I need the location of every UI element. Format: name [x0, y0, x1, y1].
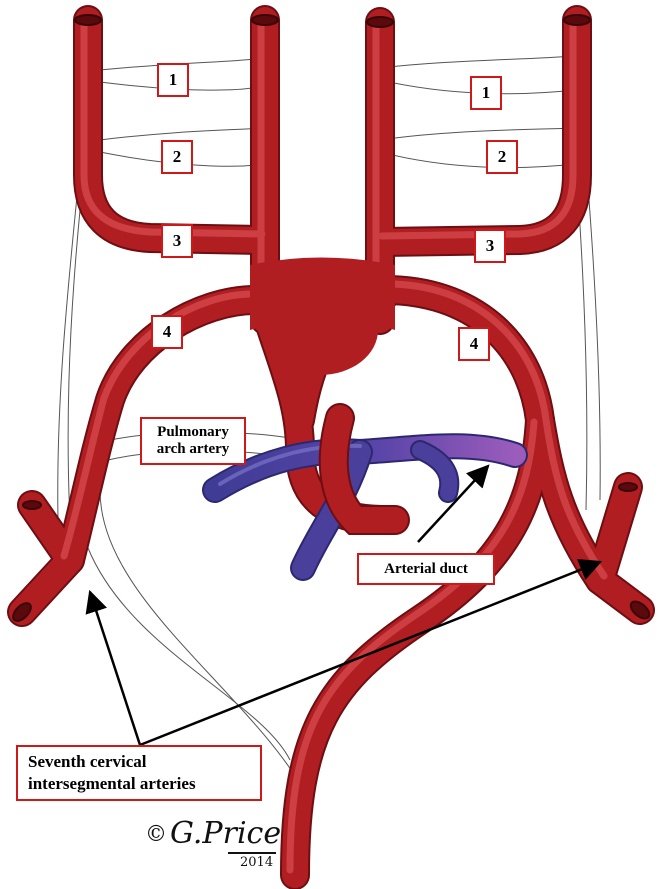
signature-underline	[228, 852, 276, 854]
left-arch-2-label: 2	[161, 140, 193, 174]
left-arch-3-label: 3	[161, 224, 193, 258]
right-arch-1-label: 1	[470, 76, 502, 110]
pulmonary-arch-artery-label: Pulmonary arch artery	[140, 417, 246, 465]
right-seventh-arrow	[140, 562, 600, 745]
right-arch-4-label: 4	[458, 327, 490, 361]
signature-year: 2014	[240, 855, 273, 870]
arterial-duct-label: Arterial duct	[357, 553, 495, 585]
left-arch-4-label: 4	[151, 315, 183, 349]
right-arch-3-label: 3	[474, 229, 506, 263]
copyright-symbol: ©	[145, 822, 167, 847]
right-arch-2-label: 2	[486, 140, 518, 174]
left-arch-1-label: 1	[157, 63, 189, 97]
author-signature: G.Price	[170, 816, 281, 851]
seventh-cervical-label: Seventh cervical intersegmental arteries	[16, 745, 262, 801]
